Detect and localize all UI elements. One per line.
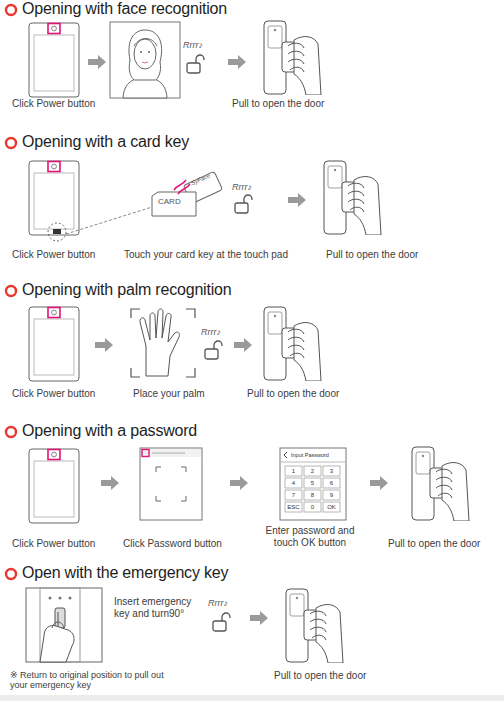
- caption-text: Pull to open the door: [274, 670, 366, 682]
- caption-text: ※ Return to original position to pull ou…: [10, 670, 182, 691]
- keypad-key: 1: [285, 466, 302, 476]
- keypad-key: 6: [323, 478, 340, 488]
- section-heading: Opening with palm recognition: [22, 281, 231, 299]
- caption-text: Click Power button: [12, 388, 95, 400]
- keypad-key: 3: [323, 466, 340, 476]
- caption-text: Pull to open the door: [388, 538, 480, 550]
- caption-text: Touch your card key at the touch pad: [124, 249, 288, 261]
- caption-text: Click Power button: [12, 98, 95, 110]
- section-heading: Opening with a password: [22, 422, 197, 440]
- keypad-key: 2: [304, 466, 321, 476]
- section-heading: Open with the emergency key: [22, 564, 228, 582]
- sound-text: Rrrr♪: [232, 182, 252, 192]
- caption-text: Click Power button: [12, 538, 95, 550]
- keypad-key: ESC: [285, 502, 302, 512]
- section-heading: Opening with face recognition: [22, 0, 227, 18]
- keypad-key: 4: [285, 478, 302, 488]
- keypad-key: 9: [323, 490, 340, 500]
- keypad-key: 0: [304, 502, 321, 512]
- caption-text: Insert emergency key and turn90°: [114, 596, 206, 619]
- keypad-key: 5: [304, 478, 321, 488]
- caption-text: Place your palm: [133, 388, 205, 400]
- sound-text: Rrrr♪: [208, 598, 228, 608]
- section-heading: Opening with a card key: [22, 133, 189, 151]
- caption-text: Input Password: [291, 452, 329, 458]
- caption-text: Enter password and touch OK button: [262, 525, 358, 548]
- caption-text: CARD: [158, 197, 181, 206]
- sound-text: Rrrr♪: [201, 327, 221, 337]
- caption-text: Click Power button: [12, 249, 95, 261]
- keypad-key: 8: [304, 490, 321, 500]
- keypad-key: OK: [323, 502, 340, 512]
- sound-text: Rrrr♪: [183, 40, 203, 50]
- caption-text: Pull to open the door: [232, 98, 324, 110]
- caption-text: Click Password button: [123, 538, 222, 550]
- caption-text: Pull to open the door: [247, 388, 339, 400]
- keypad-key: 7: [285, 490, 302, 500]
- caption-text: Pull to open the door: [326, 249, 418, 261]
